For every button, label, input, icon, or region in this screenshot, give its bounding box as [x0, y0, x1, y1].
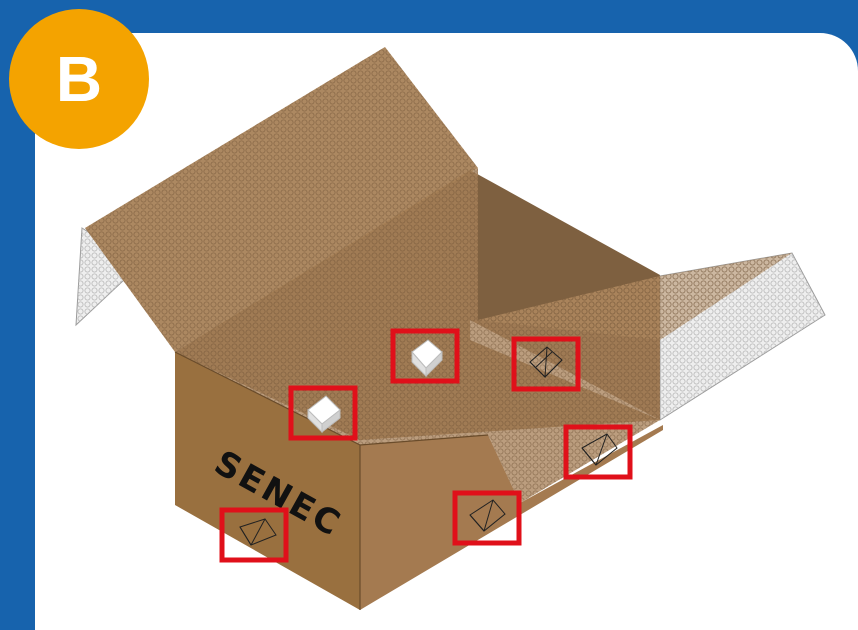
box-illustration: SENEC: [0, 0, 858, 630]
